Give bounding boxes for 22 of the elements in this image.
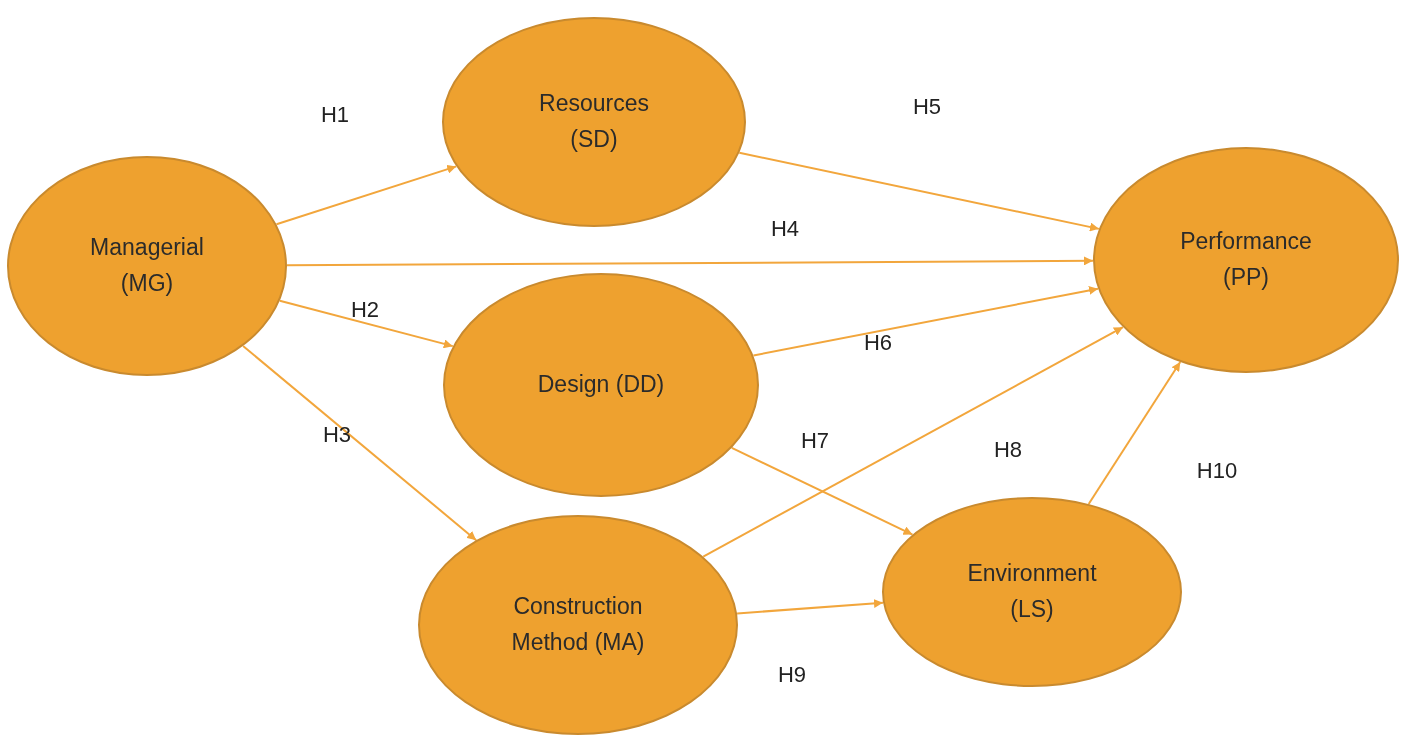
construct-label: Design (DD) — [537, 370, 665, 400]
edge-label: H10 — [1196, 458, 1238, 484]
edge-label: H7 — [800, 428, 830, 454]
edge-label: H5 — [912, 94, 942, 120]
edge-label: H4 — [770, 216, 800, 242]
construct-label: Construction Method (MA) — [510, 592, 646, 657]
edge-label: H3 — [322, 422, 352, 448]
arrow — [1087, 361, 1182, 506]
construct-label: Managerial (MG) — [89, 233, 205, 298]
edge-label: H2 — [350, 297, 380, 323]
arrow — [730, 446, 914, 536]
edge-label: H1 — [320, 102, 350, 128]
arrow — [242, 345, 478, 542]
arrow — [736, 599, 884, 615]
edge-label: H8 — [993, 437, 1023, 463]
arrow — [286, 256, 1094, 267]
arrow — [702, 326, 1124, 558]
construct-label: Environment (LS) — [966, 559, 1098, 624]
edge-label: H6 — [863, 330, 893, 356]
construct-label: Performance (PP) — [1179, 227, 1313, 292]
edge-label: H9 — [777, 662, 807, 688]
construct-label: Resources (SD) — [538, 89, 650, 154]
